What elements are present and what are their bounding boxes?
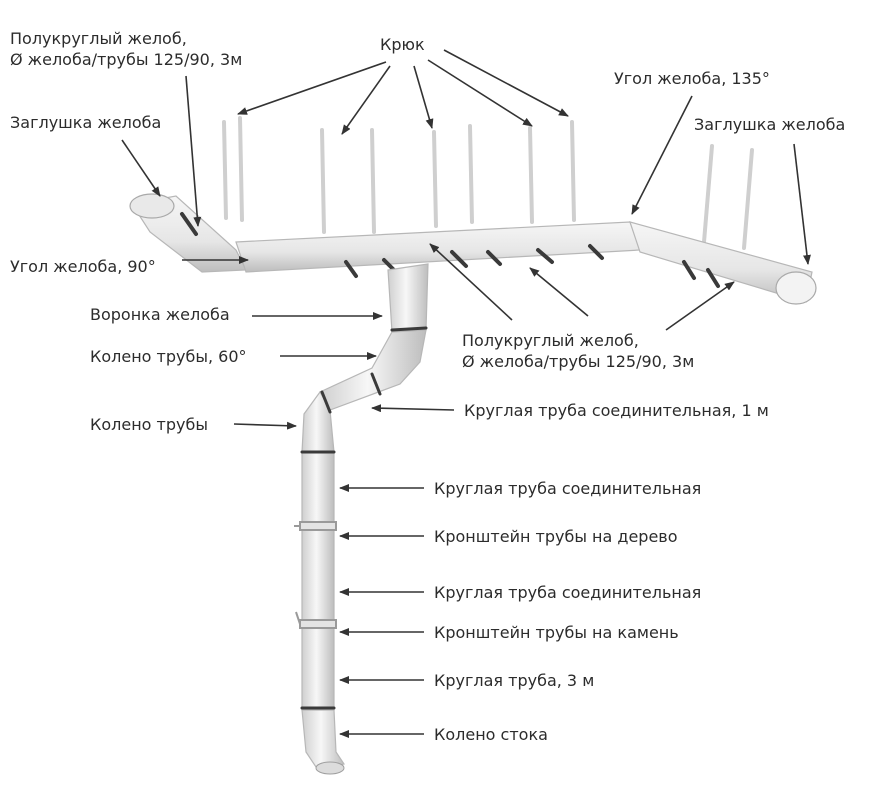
label-pipe-3m: Круглая труба, 3 м	[434, 671, 595, 690]
arrow-gutter-center-2	[529, 267, 589, 317]
pipe-bracket-stone	[295, 611, 337, 629]
label-elbow-60: Колено трубы, 60°	[90, 347, 247, 366]
hook	[742, 148, 754, 250]
drain-outlet	[315, 761, 345, 775]
downpipe	[294, 263, 429, 775]
label-pipe-connector-a: Круглая труба соединительная	[434, 479, 702, 498]
label-pipe-elbow: Колено трубы	[90, 415, 208, 434]
label-corner-135: Угол желоба, 135°	[614, 69, 770, 88]
label-line: Полукруглый желоб,	[462, 331, 639, 350]
elbow-60-body	[319, 329, 427, 411]
label-end-cap-left: Заглушка желоба	[10, 113, 162, 132]
hook	[320, 128, 326, 234]
hook	[432, 130, 438, 228]
label-bracket-stone: Кронштейн трубы на камень	[434, 623, 679, 642]
drain-elbow-body	[301, 709, 345, 771]
hook	[222, 120, 228, 220]
label-line: Полукруглый желоб,	[10, 29, 187, 48]
label-gutter-top-left: Полукруглый желоб, Ø желоба/трубы 125/90…	[10, 28, 242, 70]
hooks	[222, 116, 754, 250]
gutter-end-cap-right	[775, 271, 817, 305]
arrow-pipe-connector-1m	[371, 404, 455, 413]
label-corner-90: Угол желоба, 90°	[10, 257, 156, 276]
label-hook: Крюк	[380, 35, 425, 54]
arrow-hook-4	[427, 59, 533, 127]
gutter-end-cap-left	[129, 193, 175, 219]
label-pipe-connector-1m: Круглая труба соединительная, 1 м	[464, 401, 769, 420]
label-line: Ø желоба/трубы 125/90, 3м	[10, 50, 243, 69]
arrow-hook-2	[341, 65, 391, 135]
label-bracket-wood: Кронштейн трубы на дерево	[434, 527, 678, 546]
label-drain-elbow: Колено стока	[434, 725, 548, 744]
arrow-end-cap-right	[793, 143, 811, 265]
label-funnel: Воронка желоба	[90, 305, 230, 324]
funnel-body	[387, 263, 429, 333]
arrow-hook-3	[413, 65, 434, 129]
label-pipe-connector-b: Круглая труба соединительная	[434, 583, 702, 602]
arrow-gutter-center-1	[429, 243, 513, 321]
arrow-pipe-elbow	[233, 421, 297, 430]
arrow-end-cap-left	[121, 139, 161, 197]
hook	[370, 128, 376, 234]
hook	[468, 124, 474, 224]
leader-arrows	[121, 49, 811, 738]
pipe-bracket-wood	[294, 521, 337, 531]
hook	[570, 120, 576, 222]
arrow-gutter-top-left	[185, 75, 202, 227]
hook	[702, 144, 714, 244]
hook	[528, 126, 534, 224]
vertical-pipe	[301, 451, 335, 711]
arrow-corner-135	[631, 95, 693, 215]
gutter-main-segment	[235, 221, 641, 273]
label-gutter-center: Полукруглый желоб, Ø желоба/трубы 125/90…	[462, 330, 694, 372]
arrow-hook-5	[443, 49, 569, 117]
arrow-hook-1	[237, 61, 387, 115]
label-line: Ø желоба/трубы 125/90, 3м	[462, 352, 695, 371]
arrow-gutter-center-3	[665, 281, 735, 331]
hook	[238, 116, 244, 222]
label-end-cap-right: Заглушка желоба	[694, 115, 846, 134]
